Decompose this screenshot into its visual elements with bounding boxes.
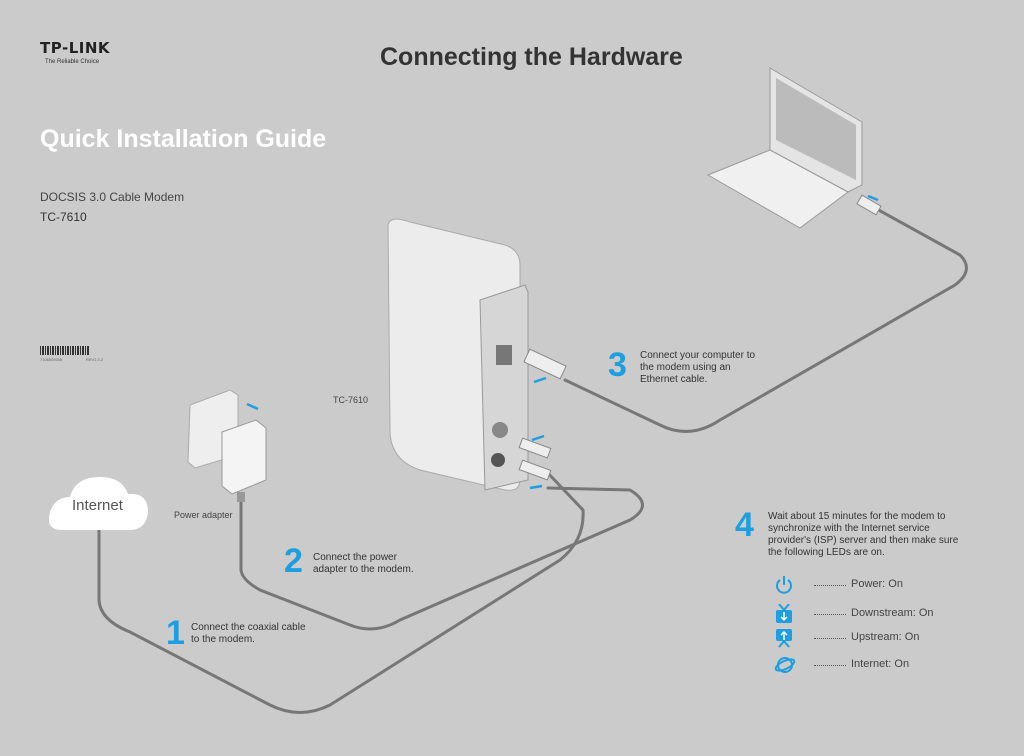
cables <box>97 206 968 714</box>
internet-icon <box>774 657 796 673</box>
led-internet: Internet: On <box>766 655 966 675</box>
product-subtitle: DOCSIS 3.0 Cable Modem <box>40 190 185 204</box>
upstream-icon <box>776 629 792 648</box>
internet-cloud <box>48 477 149 530</box>
led-label: Upstream: On <box>851 631 920 643</box>
modem-illustration <box>387 218 529 491</box>
led-label: Internet: On <box>851 658 910 670</box>
barcode-number: 7106505005 <box>40 357 63 362</box>
step-2-text: Connect the power adapter to the modem. <box>313 552 414 575</box>
power-cable <box>239 486 644 631</box>
step-3-text: Connect your computer to the modem using… <box>640 350 756 385</box>
step-2-number: 2 <box>284 542 303 580</box>
step-1-text: Connect the coaxial cable to the modem. <box>191 622 306 645</box>
step-1-number: 1 <box>166 614 185 652</box>
arrow-icons <box>246 194 879 490</box>
ethernet-cable <box>563 206 968 433</box>
revision: REV1.0.2 <box>86 357 104 362</box>
laptop-illustration <box>706 67 863 229</box>
guide-title: Quick Installation Guide <box>40 125 327 153</box>
led-downstream: Downstream: On <box>766 604 966 624</box>
power-adapter-illustration <box>187 389 267 502</box>
led-upstream: Upstream: On <box>766 628 966 648</box>
brand-logo: TP-LINK <box>40 39 111 57</box>
adapter-label: Power adapter <box>174 510 233 520</box>
step-3-number: 3 <box>608 346 627 384</box>
downstream-icon <box>776 604 792 623</box>
model-number: TC-7610 <box>40 210 87 224</box>
led-label: Power: On <box>851 578 903 590</box>
coax-cable <box>97 468 585 714</box>
led-label: Downstream: On <box>851 607 934 619</box>
cable-plugs <box>518 194 882 481</box>
page-title: Connecting the Hardware <box>380 43 683 71</box>
barcode <box>40 346 90 355</box>
step-4-number: 4 <box>735 506 754 544</box>
cloud-label: Internet <box>72 497 123 514</box>
power-icon <box>776 576 792 594</box>
brand-tagline: The Reliable Choice <box>45 59 100 65</box>
led-power: Power: On <box>766 575 966 595</box>
step-4-text: Wait about 15 minutes for the modem to s… <box>768 511 959 558</box>
device-label: TC-7610 <box>333 395 369 405</box>
